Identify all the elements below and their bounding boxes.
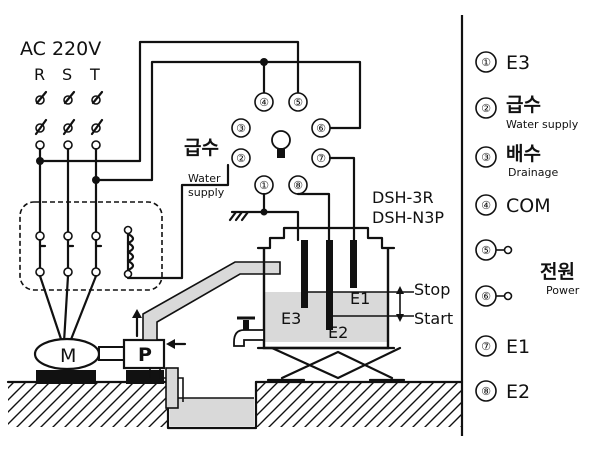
legend-3-sub: Drainage — [508, 166, 558, 179]
legend-7-text: E1 — [506, 336, 530, 358]
power-ko-label: 전원 — [540, 261, 575, 283]
contactor-contacts — [35, 231, 103, 277]
power-en-label: Power — [546, 284, 580, 297]
terminal-8-number: ⑧ — [293, 179, 303, 192]
pipe-inlet — [149, 367, 184, 409]
terminal-7-number: ⑦ — [316, 152, 326, 165]
terminal-2-number: ② — [236, 152, 246, 165]
legend-8-text: E2 — [506, 381, 530, 403]
motor-label: M — [60, 345, 76, 367]
sump-pit — [166, 380, 258, 430]
pipe-outlet — [142, 261, 281, 341]
svg-text:①: ① — [481, 56, 491, 69]
water-supply-en-label-1: Water — [188, 172, 221, 185]
electrode-e1-label: E1 — [350, 289, 370, 308]
svg-text:⑧: ⑧ — [481, 385, 491, 398]
model-label-1: DSH-3R — [372, 188, 434, 207]
svg-text:⑦: ⑦ — [481, 340, 491, 353]
motor — [33, 337, 125, 384]
legend-1-text: E3 — [506, 52, 530, 74]
start-level-label: Start — [414, 309, 453, 328]
legend-3-text: 배수 — [506, 143, 541, 165]
svg-text:③: ③ — [481, 151, 491, 164]
pilot-lamp-icon — [271, 130, 291, 158]
phase-r-label: R — [34, 65, 45, 84]
pump — [122, 338, 166, 384]
svg-text:⑤: ⑤ — [481, 244, 491, 257]
breaker-switches — [34, 90, 104, 150]
model-label-2: DSH-N3P — [372, 208, 444, 227]
contactor-coil-icon — [123, 225, 135, 279]
water-supply-ko-label: 급수 — [184, 137, 219, 159]
ac-voltage-label: AC 220V — [20, 38, 101, 60]
faucet-icon — [233, 316, 265, 347]
terminal-1-number: ① — [259, 179, 269, 192]
legend-4-text: COM — [506, 195, 551, 217]
electrode-e3-label: E3 — [281, 309, 301, 328]
water-supply-en-label-2: supply — [188, 186, 225, 199]
phase-t-label: T — [89, 65, 100, 84]
stop-level-label: Stop — [414, 280, 450, 299]
relay-terminals: ④ ⑤ ③ ⑥ ② ⑦ ① ⑧ — [231, 92, 331, 195]
ground — [6, 380, 464, 427]
legend: ① E3 ② 급수 Water supply ③ 배수 Drainage ④ C… — [475, 51, 579, 403]
svg-text:④: ④ — [481, 199, 491, 212]
legend-2-sub: Water supply — [506, 118, 579, 131]
pump-label: P — [138, 344, 152, 366]
electrodes — [301, 240, 357, 330]
terminal-5-number: ⑤ — [293, 96, 303, 109]
terminal-4-number: ④ — [259, 96, 269, 109]
phase-s-label: S — [62, 65, 72, 84]
legend-2-text: 급수 — [506, 94, 541, 116]
terminal-6-number: ⑥ — [316, 122, 326, 135]
terminal-3-number: ③ — [236, 122, 246, 135]
svg-text:⑥: ⑥ — [481, 290, 491, 303]
electrode-e2-label: E2 — [328, 323, 348, 342]
svg-text:②: ② — [481, 102, 491, 115]
